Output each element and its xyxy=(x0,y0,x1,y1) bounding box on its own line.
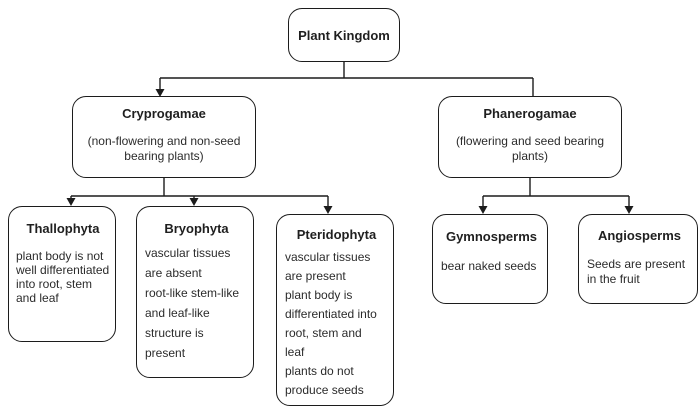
node-angiosperms-title: Angiosperms xyxy=(597,228,682,243)
arrowhead-angiosperms xyxy=(624,206,634,214)
node-gymnosperms-title: Gymnosperms xyxy=(445,229,538,244)
node-phanerogamae-title: Phanerogamae xyxy=(483,106,577,121)
node-bryophyta-description: vascular tissues are absent root-like st… xyxy=(145,246,240,360)
node-plant-kingdom-title: Plant Kingdom xyxy=(298,27,390,43)
node-pteridophyta-description: vascular tissues are present plant body … xyxy=(285,250,377,397)
node-phanerogamae: Phanerogamae (flowering and seed bearing… xyxy=(438,96,622,178)
node-pteridophyta-title: Pteridophyta xyxy=(296,227,377,242)
arrowhead-pteridophyta xyxy=(323,206,333,214)
node-angiosperms: Angiosperms Seeds are present in the fru… xyxy=(578,214,698,304)
node-cryprogamae: Cryprogamae (non-flowering and non-seed … xyxy=(72,96,256,178)
arrowhead-bryophyta xyxy=(189,198,199,206)
node-plant-kingdom: Plant Kingdom xyxy=(288,8,400,62)
node-gymnosperms: Gymnosperms bear naked seeds xyxy=(432,214,548,304)
node-thallophyta-description: plant body is not well differentiated in… xyxy=(16,249,110,305)
node-bryophyta-title: Bryophyta xyxy=(164,221,229,236)
arrowhead-thallophyta xyxy=(66,198,76,206)
node-cryprogamae-title: Cryprogamae xyxy=(122,106,206,121)
node-gymnosperms-description: bear naked seeds xyxy=(441,259,537,273)
node-thallophyta-title: Thallophyta xyxy=(26,221,100,236)
node-phanerogamae-description: (flowering and seed bearing plants) xyxy=(455,134,605,163)
node-cryprogamae-description: (non-flowering and non-seed bearing plan… xyxy=(87,134,241,163)
node-thallophyta: Thallophyta plant body is not well diffe… xyxy=(8,206,116,342)
node-angiosperms-description: Seeds are present in the fruit xyxy=(587,257,686,286)
node-bryophyta: Bryophyta vascular tissues are absent ro… xyxy=(136,206,254,378)
arrowhead-gymnosperms xyxy=(478,206,488,214)
node-pteridophyta: Pteridophyta vascular tissues are presen… xyxy=(276,214,394,406)
